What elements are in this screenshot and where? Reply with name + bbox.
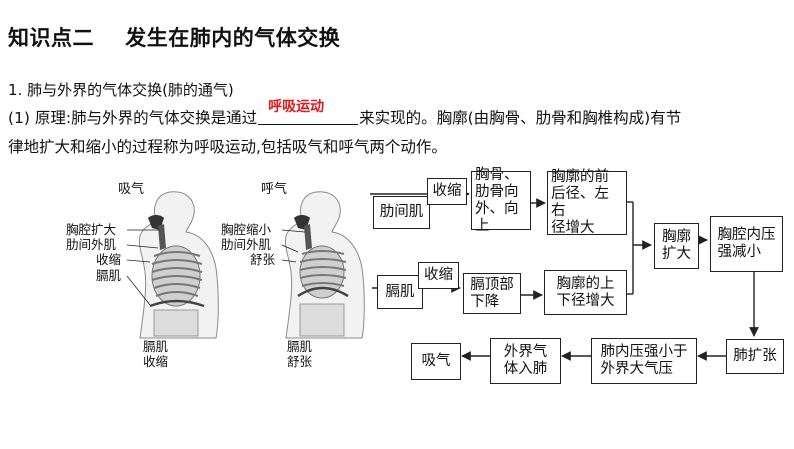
box-air-enter: 外界气体入肺 — [490, 338, 561, 384]
exhale-bottom-2: 舒张 — [287, 354, 313, 369]
principle-line-2: 律地扩大和缩小的过程称为呼吸运动,包括吸气和呼气两个动作。 — [8, 138, 447, 156]
box-contract-1: 收缩 — [427, 178, 467, 205]
inhale-label-cavity: 胸腔扩大 — [66, 222, 117, 237]
inhale-bottom-1: 膈肌 — [143, 339, 169, 354]
inhale-figure-title: 吸气 — [118, 182, 145, 197]
exhale-label-relax: 舒张 — [250, 252, 276, 267]
box-lung-pressure: 肺内压强小于外界大气压 — [591, 338, 697, 384]
inhale-label-muscle: 肋间外肌 — [66, 237, 117, 252]
blank-answer: 呼吸运动 — [268, 99, 325, 115]
exhale-label-cavity: 胸腔缩小 — [221, 222, 272, 237]
principle-after: 来实现的。胸廓(由胸骨、肋骨和胸椎构成)有节 — [359, 109, 682, 127]
box-pressure-decrease: 胸腔内压强减小 — [710, 216, 783, 272]
page-heading: 知识点二 发生在肺内的气体交换 — [8, 22, 340, 52]
inhale-bottom-2: 收缩 — [143, 354, 169, 369]
box-vertical-increase: 胸廓的上下径增大 — [544, 270, 627, 315]
exhale-torso-illustration — [285, 191, 365, 339]
box-dome-descend: 膈顶部下降 — [463, 273, 521, 314]
box-diaphragm: 膈肌 — [377, 275, 423, 309]
box-anterior-posterior: 胸廓的前后径、左右径增大 — [547, 169, 627, 236]
principle-line-1: (1) 原理:肺与外界的气体交换是通过呼吸运动来实现的。胸廓(由胸骨、肋骨和胸椎… — [8, 99, 682, 128]
principle-before: (1) 原理:肺与外界的气体交换是通过 — [8, 109, 258, 127]
exhale-figure-title: 呼气 — [261, 182, 288, 197]
heading-title: 发生在肺内的气体交换 — [125, 26, 341, 50]
box-thorax-expand: 胸廓扩大 — [654, 223, 699, 269]
heading-label: 知识点二 — [8, 26, 94, 50]
fill-blank: 呼吸运动 — [258, 99, 359, 125]
exhale-bottom-1: 膈肌 — [287, 339, 313, 354]
inhale-label-contract: 收缩 — [96, 252, 122, 267]
inhale-torso-illustration — [139, 191, 219, 339]
inhale-label-diaphragm: 膈肌 — [96, 268, 122, 283]
box-inhale: 吸气 — [411, 343, 461, 380]
box-contract-2: 收缩 — [418, 262, 459, 289]
section-title: 1. 肺与外界的气体交换(肺的通气) — [8, 81, 234, 99]
exhale-label-muscle: 肋间外肌 — [221, 237, 272, 252]
box-intercostal-muscle: 肋间肌 — [373, 196, 430, 229]
box-lung-expand: 肺扩张 — [726, 339, 784, 374]
box-ribs-move: 胸骨、肋骨向外、向上 — [471, 167, 531, 234]
